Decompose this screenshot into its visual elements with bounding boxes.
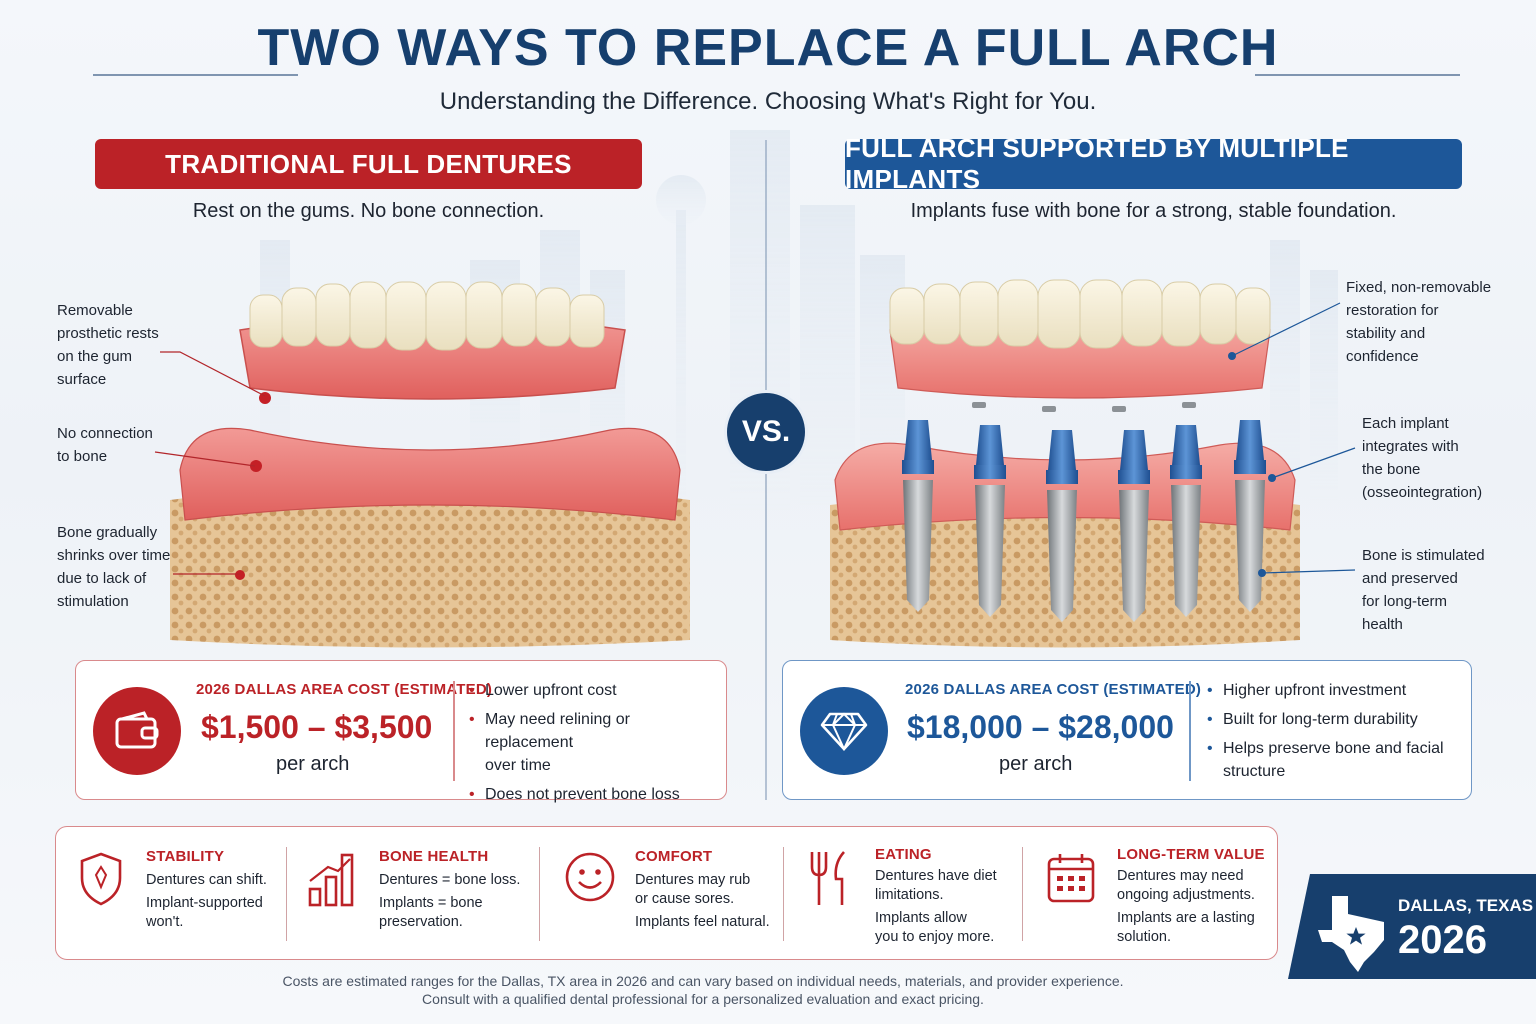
implants-illustration [830,279,1300,648]
comparison-text: Implants allow [875,910,967,926]
dentures-heading: TRADITIONAL FULL DENTURES [95,139,642,189]
dentures-tagline: Rest on the gums. No bone connection. [192,200,545,222]
comparison-title: EATING [875,846,932,863]
comparison-divider [1022,847,1023,941]
comparison-text: Implants are a lasting [1117,910,1255,926]
comparison-title: BONE HEALTH [379,848,489,865]
comparison-title: STABILITY [146,848,225,865]
comparison-text: Dentures may rub [635,872,751,888]
vs-badge: VS. [724,390,808,474]
implants-cost-label: 2026 DALLAS AREA COST (ESTIMATED) [905,681,1202,698]
comparison-text: Implants = bone [379,895,483,911]
cost-separator [453,681,455,781]
bullet-item: Does not prevent bone loss [469,783,719,806]
dentures-cost-value: $1,500 – $3,500 [201,709,433,745]
comparison-title: COMFORT [635,848,713,865]
bullet-item: Built for long-term durability [1207,708,1457,731]
dentures-illustration [170,281,690,648]
title-rule-left [93,74,298,76]
callout-dot-1 [259,392,271,404]
implants-cost-value: $18,000 – $28,000 [907,709,1174,745]
comparison-text: limitations. [875,887,944,903]
wallet-icon [93,687,181,775]
implants-heading: FULL ARCH SUPPORTED BY MULTIPLE IMPLANTS [845,133,1462,194]
comparison-divider [783,847,784,941]
dentures-cost-card: 2026 DALLAS AREA COST (ESTIMATED) $1,500… [75,660,727,806]
bullet-item: Higher upfront investment [1207,679,1457,702]
texas-star-icon [1318,896,1384,972]
callout-dot-2 [250,460,262,472]
comparison-strip: STABILITY Dentures can shift. Implant-su… [55,826,1278,960]
comparison-text: won't. [146,914,184,930]
comparison-text: solution. [1117,929,1172,945]
comparison-text: or cause sores. [635,891,735,907]
page-subtitle: Understanding the Difference. Choosing W… [439,88,1097,115]
comparison-text: preservation. [379,914,463,930]
footnote-line-1: Costs are estimated ranges for the Dalla… [282,973,1124,989]
fork-knife-icon [806,849,854,912]
comparison-text: Implant-supported [146,895,263,911]
comparison-text: Dentures may need [1117,868,1244,884]
callout-dot-3 [235,570,245,580]
implants-cost-bullets: Higher upfront investment Built for long… [1207,679,1457,789]
comparison-text: Dentures can shift. [146,872,267,888]
dentures-cost-label: 2026 DALLAS AREA COST (ESTIMATED) [196,681,493,698]
dentures-cost-unit: per arch [276,753,350,775]
badge-year: 2026 [1398,918,1487,962]
implants-cost-unit: per arch [999,753,1073,775]
diamond-icon [800,687,888,775]
badge-city: DALLAS, TEXAS [1398,896,1534,915]
bullet-item: Lower upfront cost [469,679,719,702]
dallas-badge [1288,874,1536,979]
comparison-divider [539,847,540,941]
implants-tagline: Implants fuse with bone for a strong, st… [910,200,1397,222]
comparison-text: ongoing adjustments. [1117,887,1255,903]
comparison-text: Implants feel natural. [635,914,770,930]
implants-cost-card: 2026 DALLAS AREA COST (ESTIMATED) $18,00… [782,660,1472,800]
smile-icon [564,851,616,908]
calendar-icon [1046,851,1096,910]
title-rule-right [1255,74,1460,76]
comparison-text: Dentures have diet [875,868,997,884]
comparison-text: Dentures = bone loss. [379,872,521,888]
bar-chart-icon [306,851,360,912]
cost-separator [1189,681,1191,781]
page-title: TWO WAYS TO REPLACE A FULL ARCH [257,19,1279,77]
footnote-line-2: Consult with a qualified dental professi… [422,991,984,1007]
comparison-divider [286,847,287,941]
comparison-title: LONG-TERM VALUE [1117,846,1265,863]
comparison-text: you to enjoy more. [875,929,995,945]
dentures-cost-bullets: Lower upfront cost May need relining or … [469,679,719,812]
shield-icon [78,851,124,912]
